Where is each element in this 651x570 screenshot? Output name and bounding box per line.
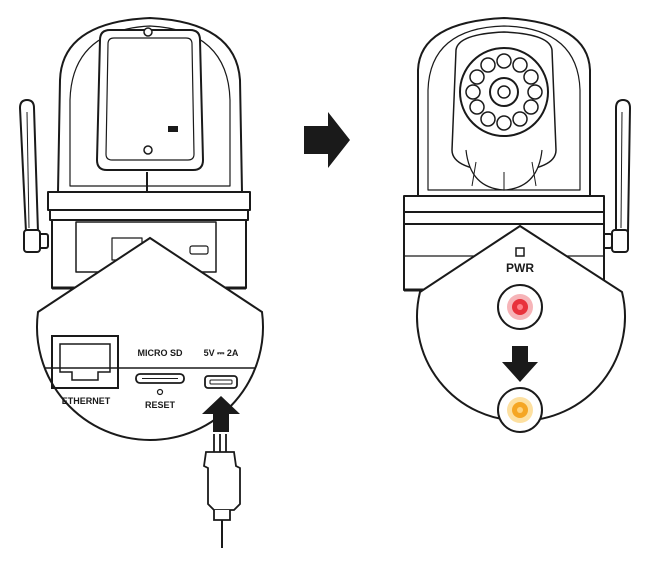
led-red-icon xyxy=(497,284,543,330)
right-led-magnifier: PWR xyxy=(416,224,626,433)
left-port-magnifier: ETHERNET MICRO SD RESET 5V ⎓ 2A xyxy=(36,236,264,548)
micro-usb-port-icon xyxy=(204,375,238,389)
power-plug-icon xyxy=(203,434,241,548)
micro-sd-label: MICRO SD xyxy=(138,348,184,358)
led-yellow-icon xyxy=(497,387,543,433)
down-arrow-icon xyxy=(502,346,538,382)
up-arrow-icon xyxy=(202,396,240,432)
camera-lens-icon xyxy=(459,47,549,137)
left-antenna xyxy=(19,99,49,253)
micro-sd-slot-icon xyxy=(135,373,185,384)
power-input-label: 5V ⎓ 2A xyxy=(204,348,239,358)
reset-hole-icon xyxy=(156,388,164,396)
pwr-label: PWR xyxy=(506,261,534,275)
pwr-led-marker-icon xyxy=(515,247,525,257)
ethernet-label: ETHERNET xyxy=(62,396,111,406)
left-camera-rear xyxy=(19,17,251,290)
right-antenna xyxy=(599,99,631,253)
ethernet-port-icon xyxy=(51,335,119,389)
right-arrow-icon xyxy=(304,112,350,168)
reset-label: RESET xyxy=(145,400,176,410)
